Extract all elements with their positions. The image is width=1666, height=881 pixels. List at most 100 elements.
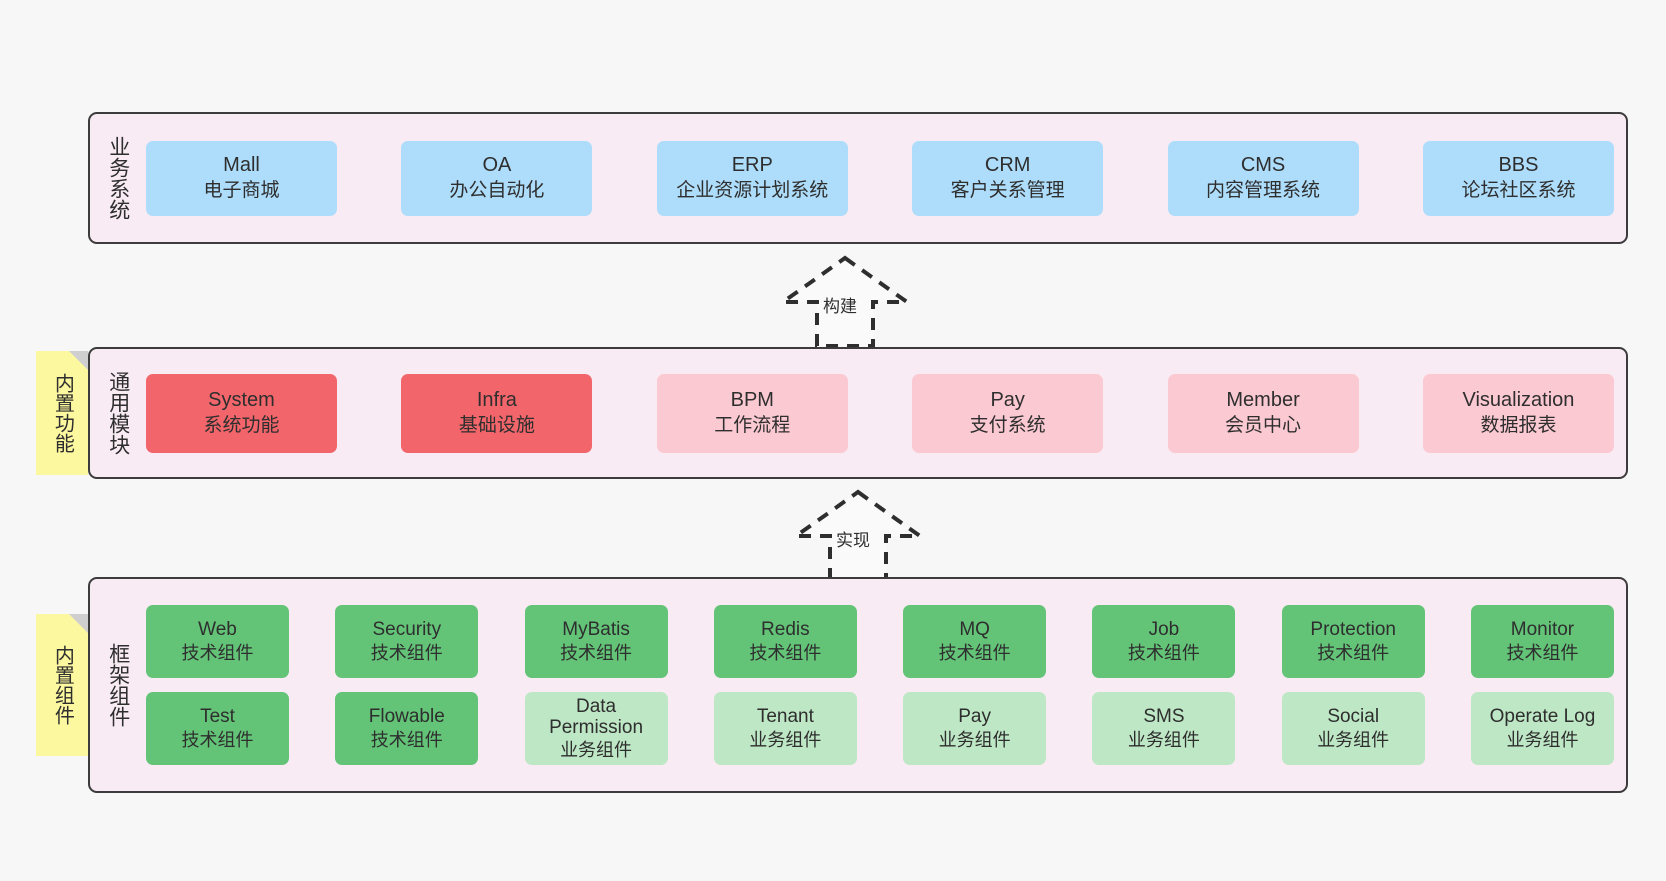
node-security-desc: 技术组件 (370, 643, 443, 664)
node-visualization[interactable]: Visualization 数据报表 (1422, 373, 1614, 453)
node-bpm[interactable]: BPM 工作流程 (656, 373, 848, 453)
node-infra[interactable]: Infra 基础设施 (401, 373, 593, 453)
node-operate-log-desc: 业务组件 (1506, 730, 1579, 751)
node-flowable-name: Flowable (368, 706, 445, 728)
node-monitor-desc: 技术组件 (1506, 643, 1579, 664)
node-pay-module-name: Pay (990, 389, 1025, 412)
node-bpm-name: BPM (730, 389, 774, 412)
node-data-permission-desc: 业务组件 (560, 739, 633, 760)
node-pay-component[interactable]: Pay 业务组件 (903, 692, 1047, 765)
node-pay-module[interactable]: Pay 支付系统 (912, 373, 1104, 453)
node-mq[interactable]: MQ 技术组件 (903, 605, 1047, 678)
connector-build-label: 构建 (823, 297, 857, 316)
node-infra-name: Infra (476, 389, 517, 412)
node-mq-name: MQ (959, 619, 990, 641)
node-protection-desc: 技术组件 (1317, 643, 1390, 664)
note-fold-corner-icon (69, 351, 88, 370)
node-job-name: Job (1148, 619, 1180, 641)
layer-common-modules-title: 通用模块 (106, 371, 130, 455)
node-bpm-desc: 工作流程 (714, 414, 791, 436)
node-security[interactable]: Security 技术组件 (335, 605, 479, 678)
node-bbs[interactable]: BBS 论坛社区系统 (1422, 140, 1614, 216)
node-tenant-name: Tenant (756, 706, 814, 728)
node-protection[interactable]: Protection 技术组件 (1281, 605, 1425, 678)
layer-business-systems: 业务系统 Mall 电子商城 OA 办公自动化 ERP 企业资源计划系统 CRM… (88, 112, 1628, 244)
node-oa-name: OA (482, 154, 512, 177)
layer-framework-components-body: Web 技术组件 Security 技术组件 MyBatis 技术组件 Redi… (146, 579, 1626, 791)
node-job[interactable]: Job 技术组件 (1092, 605, 1236, 678)
node-oa-desc: 办公自动化 (449, 179, 545, 201)
node-tenant-desc: 业务组件 (749, 730, 822, 751)
node-bbs-desc: 论坛社区系统 (1461, 179, 1576, 201)
connector-implement-label: 实现 (836, 531, 870, 550)
node-protection-name: Protection (1310, 619, 1396, 641)
node-redis[interactable]: Redis 技术组件 (713, 605, 857, 678)
framework-biz-row: Test 技术组件 Flowable 技术组件 Data Permission … (146, 692, 1614, 765)
node-monitor-name: Monitor (1510, 619, 1575, 641)
node-data-permission[interactable]: Data Permission 业务组件 (524, 692, 668, 765)
node-tenant[interactable]: Tenant 业务组件 (713, 692, 857, 765)
node-web-desc: 技术组件 (181, 643, 254, 664)
node-cms[interactable]: CMS 内容管理系统 (1167, 140, 1359, 216)
node-cms-desc: 内容管理系统 (1206, 179, 1321, 201)
node-social-name: Social (1327, 706, 1380, 728)
node-mybatis[interactable]: MyBatis 技术组件 (524, 605, 668, 678)
common-modules-row: System 系统功能 Infra 基础设施 BPM 工作流程 Pay 支付系统… (146, 373, 1614, 453)
node-mall-desc: 电子商城 (203, 179, 280, 201)
node-crm-desc: 客户关系管理 (950, 179, 1065, 201)
node-visualization-desc: 数据报表 (1480, 414, 1557, 436)
node-social-desc: 业务组件 (1317, 730, 1390, 751)
node-social[interactable]: Social 业务组件 (1281, 692, 1425, 765)
node-member[interactable]: Member 会员中心 (1167, 373, 1359, 453)
node-monitor[interactable]: Monitor 技术组件 (1470, 605, 1614, 678)
node-web-name: Web (198, 619, 237, 641)
note-builtin-function: 内置功能 (36, 351, 88, 475)
node-bbs-name: BBS (1498, 154, 1539, 177)
node-security-name: Security (372, 619, 442, 641)
node-flowable-desc: 技术组件 (370, 730, 443, 751)
node-mq-desc: 技术组件 (938, 643, 1011, 664)
node-visualization-name: Visualization (1462, 389, 1575, 412)
node-operate-log-name: Operate Log (1489, 706, 1596, 728)
layer-business-systems-body: Mall 电子商城 OA 办公自动化 ERP 企业资源计划系统 CRM 客户关系… (146, 114, 1626, 242)
node-erp[interactable]: ERP 企业资源计划系统 (656, 140, 848, 216)
note-builtin-component-label: 内置组件 (51, 645, 74, 725)
layer-framework-components-title: 框架组件 (106, 643, 130, 727)
node-erp-name: ERP (731, 154, 773, 177)
node-infra-desc: 基础设施 (458, 414, 535, 436)
node-sms[interactable]: SMS 业务组件 (1092, 692, 1236, 765)
node-system-name: System (208, 389, 275, 412)
node-data-permission-name: Data Permission (549, 695, 644, 739)
node-redis-name: Redis (761, 619, 810, 641)
node-redis-desc: 技术组件 (749, 643, 822, 664)
note-fold-corner-icon (69, 614, 88, 633)
node-web[interactable]: Web 技术组件 (146, 605, 289, 678)
framework-tech-row: Web 技术组件 Security 技术组件 MyBatis 技术组件 Redi… (146, 605, 1614, 678)
business-systems-row: Mall 电子商城 OA 办公自动化 ERP 企业资源计划系统 CRM 客户关系… (146, 140, 1614, 216)
layer-common-modules-body: System 系统功能 Infra 基础设施 BPM 工作流程 Pay 支付系统… (146, 349, 1626, 477)
node-sms-desc: 业务组件 (1127, 730, 1200, 751)
layer-framework-components: 框架组件 Web 技术组件 Security 技术组件 MyBatis 技术组件… (88, 577, 1628, 793)
node-crm[interactable]: CRM 客户关系管理 (912, 140, 1104, 216)
node-mybatis-name: MyBatis (562, 619, 630, 641)
node-flowable[interactable]: Flowable 技术组件 (335, 692, 479, 765)
node-sms-name: SMS (1143, 706, 1185, 728)
node-mall-name: Mall (223, 154, 260, 177)
node-test-name: Test (200, 706, 235, 728)
node-job-desc: 技术组件 (1127, 643, 1200, 664)
node-mall[interactable]: Mall 电子商城 (146, 140, 337, 216)
node-member-desc: 会员中心 (1225, 414, 1302, 436)
node-crm-name: CRM (984, 154, 1031, 177)
node-system-desc: 系统功能 (203, 414, 280, 436)
node-erp-desc: 企业资源计划系统 (676, 179, 829, 201)
node-oa[interactable]: OA 办公自动化 (401, 140, 593, 216)
node-system[interactable]: System 系统功能 (146, 373, 337, 453)
node-mybatis-desc: 技术组件 (560, 643, 633, 664)
node-cms-name: CMS (1240, 154, 1286, 177)
note-builtin-function-label: 内置功能 (51, 373, 74, 453)
note-builtin-component: 内置组件 (36, 614, 88, 756)
node-test[interactable]: Test 技术组件 (146, 692, 289, 765)
node-operate-log[interactable]: Operate Log 业务组件 (1470, 692, 1614, 765)
node-pay-component-name: Pay (958, 706, 991, 728)
